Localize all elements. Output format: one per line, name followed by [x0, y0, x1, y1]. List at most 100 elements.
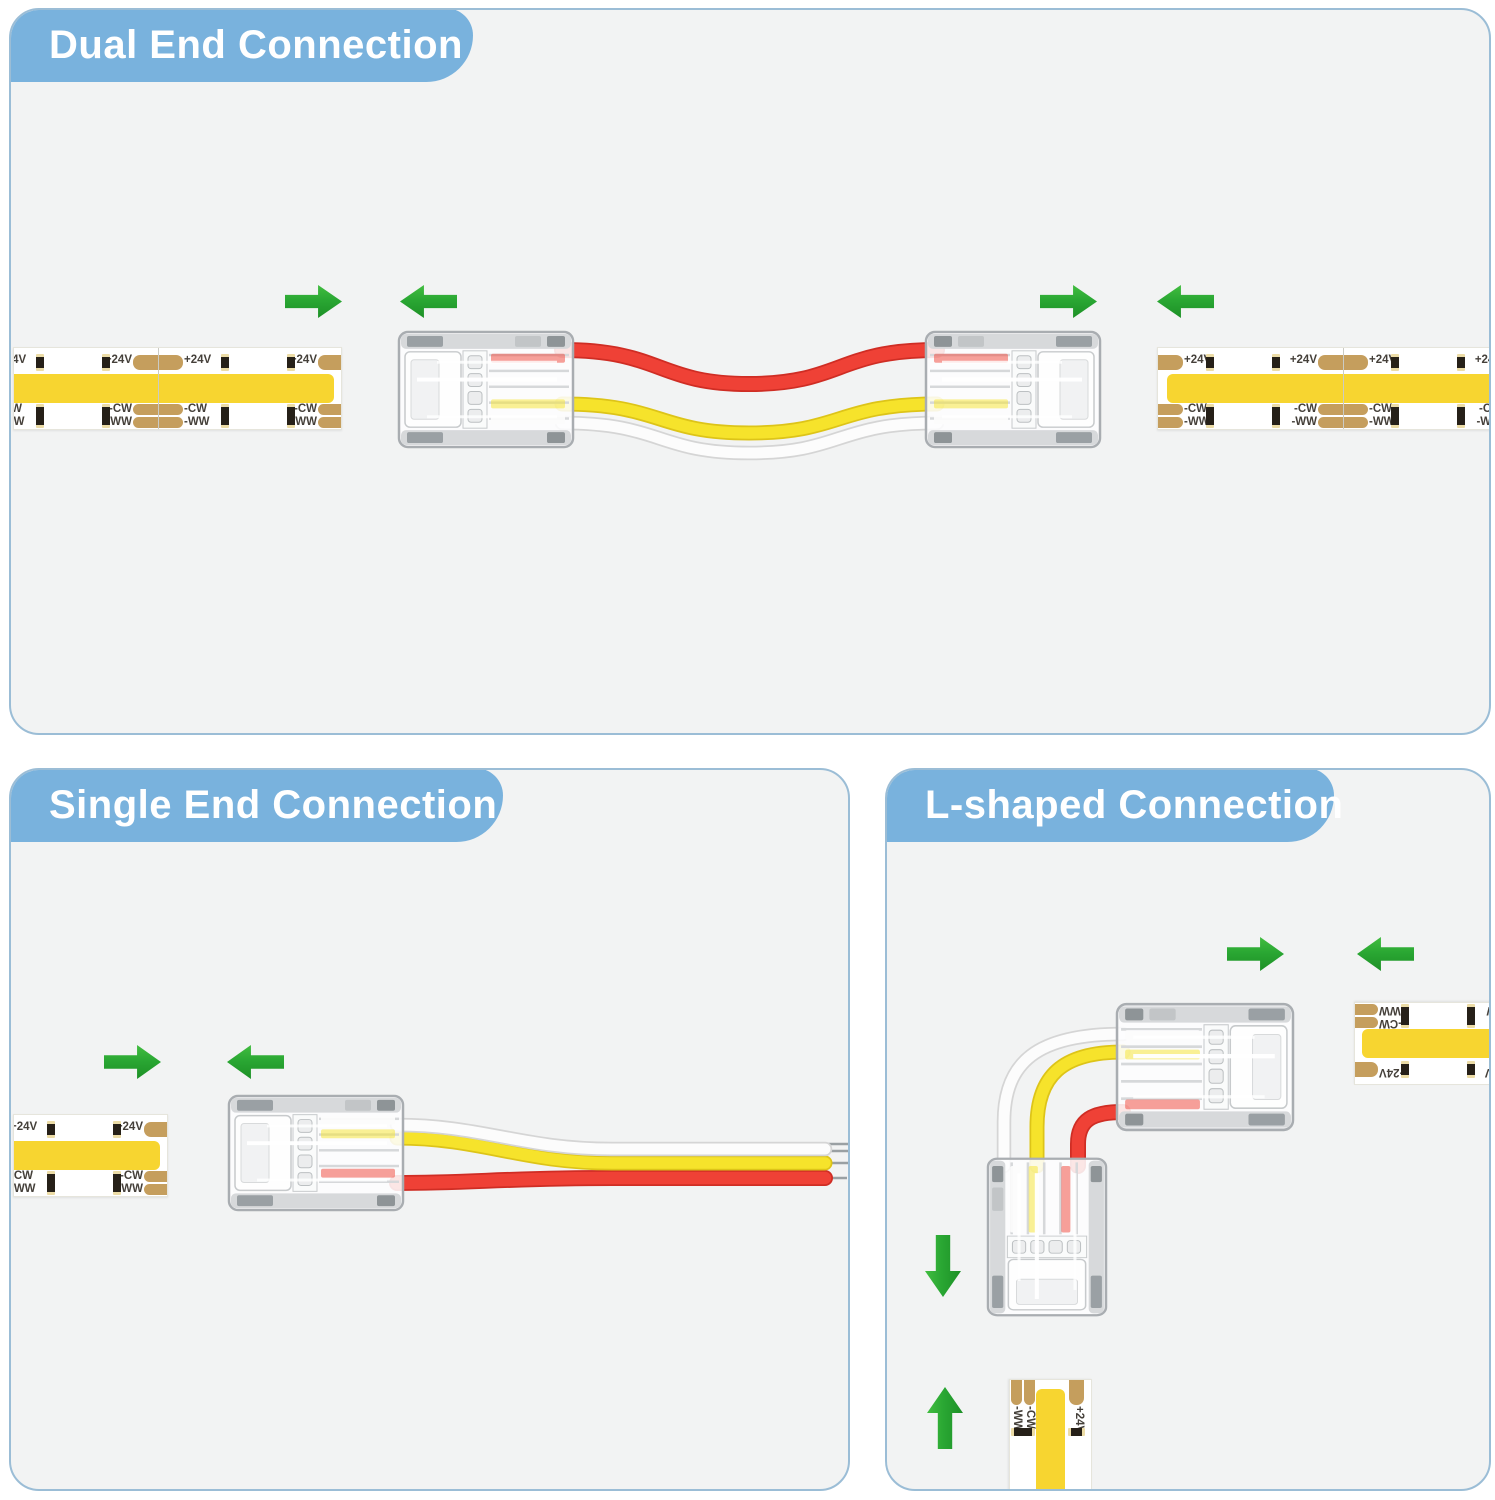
strip-cut-line [1343, 348, 1344, 429]
cob-light-band [1167, 374, 1489, 403]
strip-label: +24V [184, 354, 212, 366]
arrow-right-icon [104, 1045, 161, 1079]
solder-pad-ww [318, 417, 341, 428]
led-chip [1068, 1428, 1085, 1436]
wire-white [391, 1119, 831, 1155]
solder-pad-ww [1158, 417, 1183, 428]
strip-label: -WW [1379, 1004, 1405, 1016]
strip-label: -CW [1369, 403, 1392, 415]
strip-label: -CW [120, 1170, 143, 1182]
led-chip [221, 354, 229, 371]
led-strip: +24V+24V-CW-CW-WW-WW+24V+24V-CW-CW-WW-WW [13, 1114, 168, 1197]
strip-label: +24V [1073, 1406, 1085, 1434]
arrow-left-icon [1357, 937, 1414, 971]
strip-label: -WW [1184, 416, 1210, 428]
wire-red [555, 343, 944, 391]
panel-title: Single End Connection [49, 782, 498, 827]
led-chip [113, 1121, 121, 1138]
strip-connector [227, 1094, 405, 1212]
strip-label: +24V [1289, 354, 1317, 366]
strip-label: -CW [294, 403, 317, 415]
solder-pad-24v [1069, 1379, 1084, 1405]
wire-yellow [1031, 1046, 1129, 1172]
strip-label: -WW [1369, 416, 1395, 428]
strip-label: -CW [1379, 1017, 1402, 1029]
wire-red [554, 342, 945, 393]
wire-red [390, 1171, 832, 1190]
strip-connector [986, 1157, 1108, 1317]
led-chip [36, 404, 44, 428]
strip-label: -CW [13, 1170, 33, 1182]
strip-label: -WW [1291, 416, 1317, 428]
wire-yellow [1029, 1044, 1131, 1174]
strip-label: +24V [14, 1121, 38, 1133]
strip-label: +24V [13, 354, 27, 366]
strip-label: -WW [13, 1183, 36, 1195]
led-chip [1272, 354, 1280, 371]
cob-light-band [14, 1141, 160, 1170]
strip-label: -WW [291, 416, 317, 428]
wire-white [554, 415, 945, 461]
led-strip: +24V+24V-CW-CW-WW-WW+24V+24V-CW-CW-WW-WW… [1157, 347, 1491, 430]
strip-label: +24V [104, 354, 132, 366]
arrow-left-icon [400, 285, 457, 318]
strip-connector [1115, 1002, 1295, 1132]
scene-l-shaped: +24V+24V-CW-CW-WW-WW+24V+24V-CW-CW-WW-WW… [887, 770, 1489, 1489]
led-chip [1401, 1004, 1409, 1028]
strip-label: +24V [1474, 354, 1489, 366]
led-chip [1401, 1061, 1409, 1078]
panel-dual-end: Dual End Connection +24V+24V-CW-CW-WW-WW… [9, 8, 1491, 735]
arrow-up-icon [927, 1387, 963, 1449]
panel-title: L-shaped Connection [925, 782, 1344, 827]
strip-label: -WW [1011, 1406, 1023, 1432]
led-chip [287, 404, 295, 428]
wire-white [556, 417, 943, 459]
panel-title-banner: L-shaped Connection [887, 770, 1343, 842]
cob-light-band [1362, 1029, 1489, 1058]
strip-label: -CW [184, 403, 207, 415]
led-chip [102, 404, 110, 428]
strip-label: +24V [1379, 1066, 1407, 1078]
strip-label: -CW [1479, 403, 1491, 415]
scene-single-end: +24V+24V-CW-CW-WW-WW+24V+24V-CW-CW-WW-WW [11, 770, 848, 1489]
strip-connector [397, 330, 575, 449]
solder-pad-24v [1354, 1062, 1378, 1077]
scene-dual-end: +24V+24V-CW-CW-WW-WW+24V+24V-CW-CW-WW-WW… [11, 10, 1489, 733]
strip-label: -WW [117, 1183, 143, 1195]
led-chip [47, 1121, 55, 1138]
led-chip [1206, 354, 1214, 371]
led-strip: +24V+24V-CW-CW-WW-WW+24V+24V-CW-CW-WW-WW [1009, 1379, 1092, 1489]
solder-pad-ww [144, 1184, 167, 1195]
led-chip [113, 1171, 121, 1195]
strip-label: -CW [1184, 403, 1207, 415]
wire-yellow [391, 1132, 831, 1169]
solder-pad-24v [1158, 355, 1183, 370]
panel-l-shaped: L-shaped Connection +24V+24V-CW-CW-WW-WW… [885, 768, 1491, 1491]
solder-pad-cw [318, 404, 341, 415]
strip-label: +24V [289, 354, 317, 366]
wire-red [389, 1170, 833, 1191]
wire-yellow [556, 398, 943, 439]
strip-label: -CW [109, 403, 132, 415]
solder-pad-24v [144, 1122, 167, 1137]
arrow-left-icon [227, 1045, 284, 1079]
arrow-right-icon [1227, 937, 1284, 971]
solder-pad-ww [1011, 1379, 1022, 1405]
led-chip [1391, 354, 1399, 371]
strip-label: +24V [115, 1121, 143, 1133]
arrow-left-icon [1157, 285, 1214, 318]
cob-light-band [14, 374, 334, 403]
cob-light-band [1036, 1389, 1065, 1489]
led-chip [1457, 354, 1465, 371]
led-chip [1011, 1428, 1035, 1436]
solder-pad-24v [318, 355, 341, 370]
led-chip [287, 354, 295, 371]
strip-cut-line [158, 348, 159, 429]
solder-pad-ww [1354, 1004, 1378, 1015]
strip-label: +24V [1072, 1469, 1085, 1489]
strip-label: +24V [1369, 354, 1397, 366]
strip-label: -WW [106, 416, 132, 428]
led-chip [47, 1171, 55, 1195]
wire-yellow [389, 1130, 833, 1171]
solder-pad-cw [1158, 404, 1183, 415]
